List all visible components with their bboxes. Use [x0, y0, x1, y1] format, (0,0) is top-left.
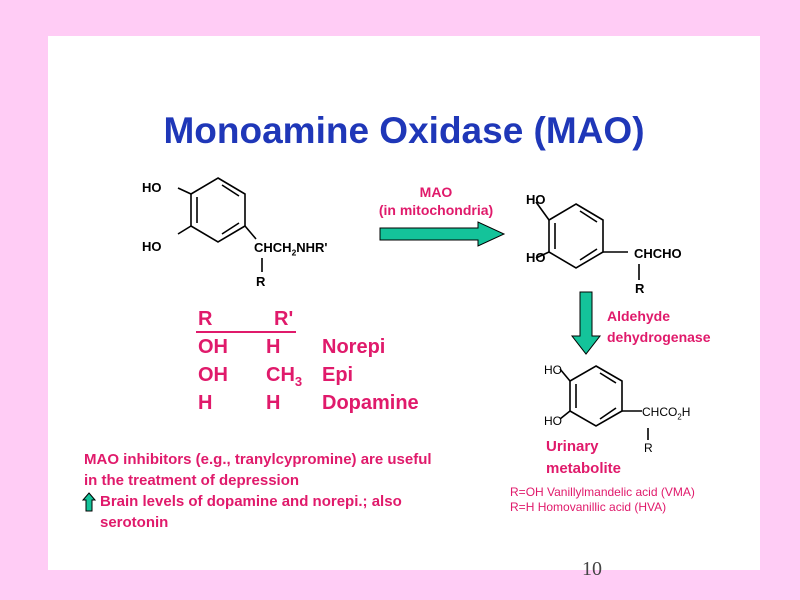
r-prime-main: CH	[266, 364, 295, 386]
compound-name: Epi	[322, 364, 354, 386]
slide: Monoamine Oxidase (MAO)	[48, 36, 760, 570]
struct3-side-chain-main: CHCO	[642, 405, 678, 419]
mao-label-1: MAO	[419, 184, 453, 200]
struct1-side-chain-end: NHR'	[296, 240, 328, 255]
metabolite-caption-1: Urinary	[546, 438, 599, 455]
hva-text: H Homovanillic acid (HVA)	[525, 500, 667, 514]
struct1-side-chain-sub: 2	[291, 247, 297, 258]
hva-prefix: R=	[510, 500, 526, 514]
r-value: OH	[198, 336, 228, 358]
ring-1-svg	[177, 177, 649, 440]
metabolite-vma: R=OH Vanillylmandelic acid (VMA)	[510, 485, 695, 499]
mao-label-2: (in mitochondria)	[378, 202, 494, 218]
r-group-table: R R' OH H Norepi OH CH3 Epi H H Dopamine	[196, 308, 456, 426]
compound-name: Norepi	[322, 336, 386, 358]
struct1-side-chain-main: CHCH	[254, 240, 292, 255]
struct3-side-chain-sub: 2	[677, 412, 682, 422]
vma-prefix: R=	[510, 485, 526, 499]
struct2-ho-bottom: HO	[526, 250, 546, 265]
struct2-side-chain: CHCHO	[634, 246, 682, 261]
r-prime-sub: 3	[294, 374, 303, 389]
struct2-r-label: R	[635, 281, 645, 296]
struct3-side-chain: CHCO2H	[642, 405, 690, 421]
r-value: OH	[198, 364, 228, 386]
note-line-1: MAO inhibitors (e.g., tranylcypromine) a…	[84, 451, 432, 468]
struct1-r-label: R	[256, 274, 266, 289]
r-prime-header: R'	[274, 308, 294, 330]
r-prime-value: H	[266, 336, 280, 361]
struct3-ho-top: HO	[544, 363, 562, 377]
metabolite-caption-2: metabolite	[546, 460, 622, 477]
struct2-ho-top: HO	[526, 192, 546, 207]
note-line-4: serotonin	[100, 514, 169, 531]
struct3-ho-bottom: HO	[544, 414, 562, 428]
r-header: R	[198, 308, 213, 330]
r-prime-value: H	[266, 392, 280, 417]
r-value: H	[198, 392, 213, 414]
r-prime-value: CH3	[266, 364, 302, 389]
down-arrow-icon	[570, 291, 602, 355]
dehydrogenase-label-2: dehydrogenase	[607, 329, 711, 345]
up-arrow-icon	[82, 492, 96, 512]
r-prime-main: H	[266, 392, 281, 414]
struct1-side-chain: CHCH2NHR'	[254, 240, 328, 258]
dehydrogenase-label-1: Aldehyde	[607, 308, 671, 324]
r-prime-main: H	[266, 336, 281, 358]
right-arrow-icon	[379, 221, 506, 247]
struct3-r-label: R	[644, 441, 653, 455]
struct3-side-chain-end: H	[681, 405, 691, 419]
page-number: 10	[582, 558, 602, 580]
metabolite-hva: R=H Homovanillic acid (HVA)	[510, 500, 666, 514]
note-line-2: in the treatment of depression	[84, 472, 300, 489]
compound-name: Dopamine	[322, 392, 419, 414]
vma-text: OH Vanillylmandelic acid (VMA)	[525, 485, 695, 499]
struct1-ho-top: HO	[142, 180, 162, 195]
struct1-ho-bottom: HO	[142, 239, 162, 254]
slide-title: Monoamine Oxidase (MAO)	[163, 110, 645, 151]
note-line-3: Brain levels of dopamine and norepi.; al…	[100, 493, 402, 510]
